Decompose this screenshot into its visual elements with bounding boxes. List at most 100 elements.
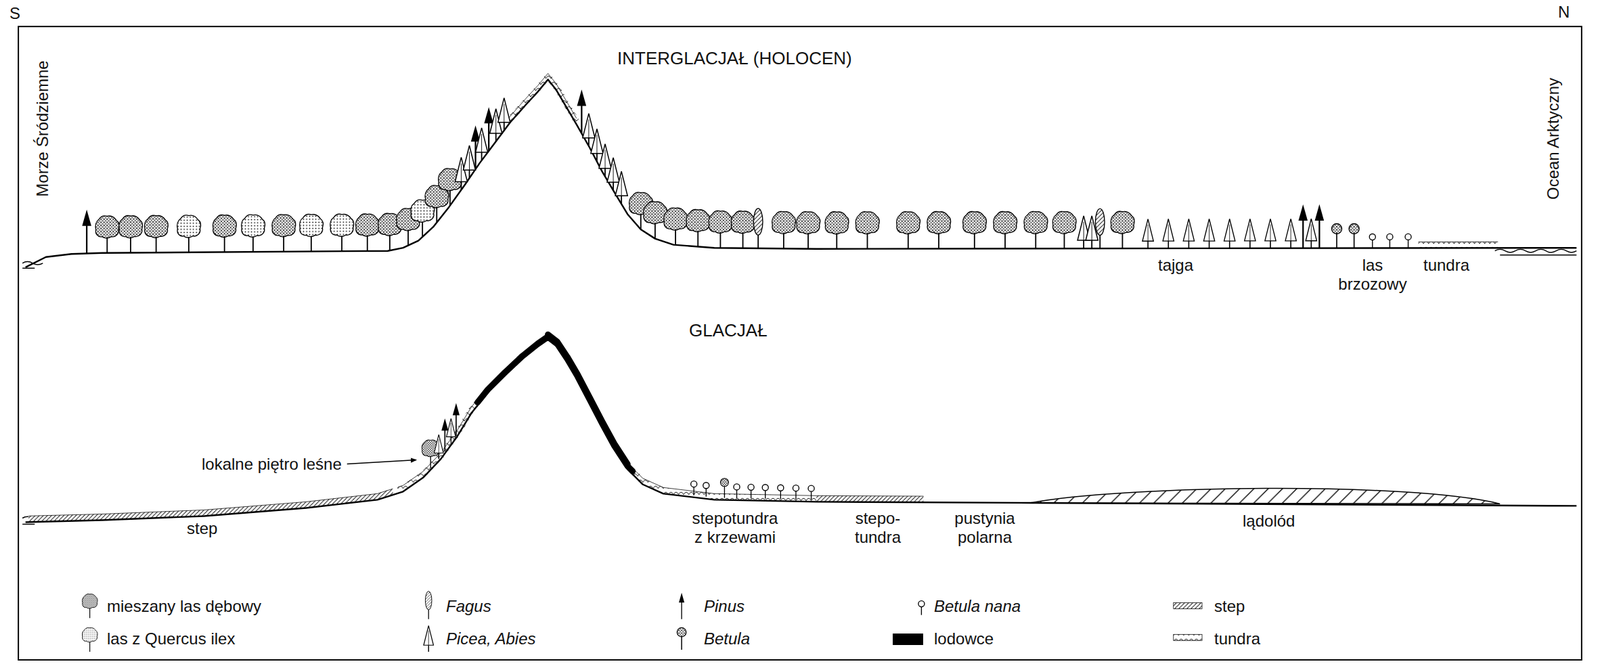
legend-icon — [425, 591, 432, 620]
oak-symbol — [272, 214, 296, 252]
zone-label: tundra — [1423, 255, 1470, 275]
nana-symbol — [777, 484, 784, 499]
pinus-symbol — [1315, 204, 1325, 249]
legend-label: Picea, Abies — [446, 629, 537, 649]
pinus-symbol — [81, 209, 92, 254]
zone-label: tajga — [1158, 255, 1194, 275]
legend-label: las z Quercus ilex — [106, 629, 235, 649]
nana-symbol — [703, 482, 710, 497]
tree-symbols — [81, 89, 1412, 500]
picea-symbol — [590, 128, 604, 162]
picea-symbol — [462, 145, 476, 179]
tundra-band — [1418, 241, 1499, 248]
picea-symbol — [1162, 219, 1174, 249]
ilex-symbol — [299, 214, 324, 252]
picea-symbol — [446, 418, 457, 443]
oak-symbol — [1052, 211, 1077, 249]
oak-symbol — [896, 211, 921, 250]
oak-symbol — [95, 215, 120, 254]
legend-icon — [82, 594, 99, 619]
zone-label: stepotundra z krzewami — [692, 508, 779, 547]
compass-letter: N — [1558, 2, 1570, 22]
water — [1495, 249, 1577, 255]
picea-symbol — [434, 434, 444, 459]
ground-line — [25, 79, 1577, 268]
sea-label: Morze Śródziemne — [33, 60, 53, 197]
step-band-edge — [816, 495, 924, 497]
oak-symbol — [1110, 211, 1135, 249]
step-band-edge — [28, 488, 393, 516]
zone-label: lądolód — [1242, 511, 1295, 531]
picea-symbol — [1244, 218, 1256, 248]
picea-symbol — [1305, 218, 1317, 248]
oak-symbol — [643, 201, 668, 239]
legend-label: mieszany las dębowy — [106, 596, 262, 616]
legend-label: tundra — [1214, 629, 1261, 649]
legend-label: lodowce — [934, 629, 994, 649]
glacier — [548, 334, 629, 464]
fagus-symbol — [753, 208, 763, 249]
oak-symbol — [425, 185, 449, 223]
legend-icon — [918, 601, 925, 616]
picea-symbol — [498, 98, 511, 131]
tundra-band-edge — [397, 396, 480, 488]
water — [22, 261, 43, 269]
oak-symbol — [993, 211, 1018, 250]
legend-label: Pinus — [703, 596, 745, 616]
nana-symbol — [792, 485, 799, 500]
picea-symbol — [615, 171, 628, 204]
section-heading: INTERGLACJAŁ (HOLOCEN) — [617, 48, 853, 70]
ilex-symbol — [330, 213, 354, 252]
legend-icon — [676, 627, 687, 650]
leader-arrow — [347, 460, 417, 465]
nana-symbol — [733, 483, 740, 499]
pinus-symbol — [577, 89, 587, 134]
picea-symbol — [1264, 218, 1276, 248]
picea-symbol — [1183, 219, 1194, 249]
glacier — [477, 336, 633, 472]
nana-symbol — [1405, 233, 1412, 248]
picea-symbol — [582, 113, 595, 147]
oak-symbol — [663, 207, 688, 246]
ilex-symbol — [241, 214, 266, 252]
oak-symbol — [772, 211, 796, 249]
legend-label: step — [1214, 596, 1245, 616]
oak-symbol — [796, 211, 821, 250]
ground-lines — [25, 79, 1577, 523]
oak-symbol — [708, 211, 733, 249]
compass-letter: S — [9, 4, 21, 24]
oak-symbol — [1024, 211, 1048, 249]
betula-symbol — [1331, 223, 1342, 248]
legend-icons — [82, 591, 1203, 652]
pinus-symbol — [452, 402, 460, 436]
nana-symbol — [747, 483, 754, 499]
picea-symbol — [1224, 219, 1236, 249]
zone-label: pustynia polarna — [954, 508, 1015, 547]
zone-label: las brzozowy — [1338, 255, 1407, 294]
oak-symbol — [730, 211, 755, 249]
oak-symbol — [119, 215, 143, 254]
oak-symbol — [144, 215, 169, 253]
tundra-band — [508, 76, 577, 122]
fagus-symbol — [1095, 208, 1105, 249]
nana-symbol — [1386, 233, 1393, 248]
ilex-symbol — [177, 215, 202, 253]
legend-label: Betula nana — [934, 596, 1021, 616]
picea-symbol — [1203, 219, 1215, 249]
legend-icon — [423, 625, 434, 652]
tundra-band-edge — [1418, 241, 1499, 243]
oak-symbol — [356, 213, 380, 252]
betula-symbol — [1348, 223, 1360, 248]
oak-symbol — [825, 211, 849, 250]
picea-symbol — [475, 127, 488, 161]
nana-symbol — [762, 484, 769, 499]
oak-symbol — [686, 209, 710, 248]
section-heading: GLACJAŁ — [689, 320, 768, 342]
legend-swatch — [892, 633, 924, 646]
legend-icon — [678, 592, 685, 620]
nana-symbol — [1369, 234, 1376, 249]
oak-symbol — [213, 215, 237, 253]
legend-band-sample — [1173, 603, 1203, 610]
